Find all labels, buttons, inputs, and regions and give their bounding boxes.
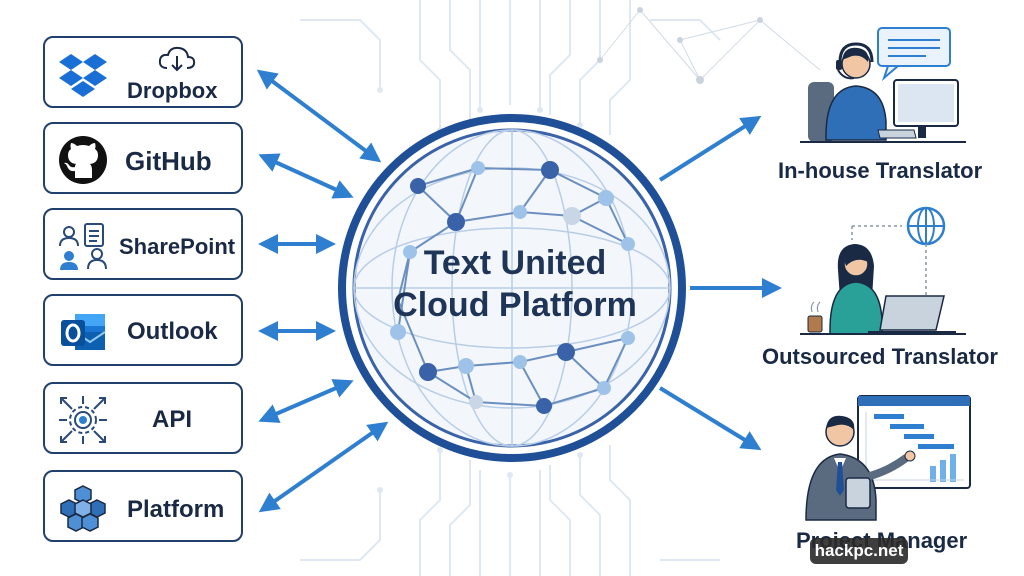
arrow-platform <box>258 421 389 513</box>
arrow-dropbox <box>256 69 382 163</box>
role-label-outsourced: Outsourced Translator <box>762 344 998 369</box>
outlook-icon <box>61 314 106 350</box>
dropbox-icon <box>59 54 107 97</box>
source-sharepoint[interactable]: SharePoint <box>43 208 243 280</box>
sharepoint-icon <box>59 223 107 270</box>
arrow-github <box>258 153 354 199</box>
source-label-dropbox: Dropbox <box>127 78 218 103</box>
watermark-badge: hackpc.net <box>810 538 908 564</box>
arrow-api <box>258 379 354 423</box>
platform-title: Text United Cloud Platform <box>380 242 650 326</box>
platform-title-line1: Text United <box>423 244 607 282</box>
source-label-outlook: Outlook <box>127 318 218 345</box>
source-label-sharepoint: SharePoint <box>119 234 236 259</box>
github-icon <box>59 136 107 184</box>
arrow-manager <box>658 386 762 451</box>
source-label-api: API <box>152 406 193 433</box>
source-github[interactable]: GitHub <box>43 122 243 194</box>
source-dropbox[interactable]: Dropbox <box>43 36 243 108</box>
role-label-inhouse: In-house Translator <box>778 158 983 183</box>
source-label-platform: Platform <box>127 496 225 523</box>
api-gear-icon <box>59 396 107 444</box>
source-platform[interactable]: Platform <box>43 470 243 542</box>
source-label-github: GitHub <box>125 146 212 176</box>
arrow-inhouse <box>658 115 762 182</box>
source-api[interactable]: API <box>43 382 243 454</box>
platform-cubes-icon <box>60 485 106 532</box>
platform-title-line2: Cloud Platform <box>393 286 637 324</box>
cloud-download-icon <box>158 46 196 72</box>
source-outlook[interactable]: Outlook <box>43 294 243 366</box>
